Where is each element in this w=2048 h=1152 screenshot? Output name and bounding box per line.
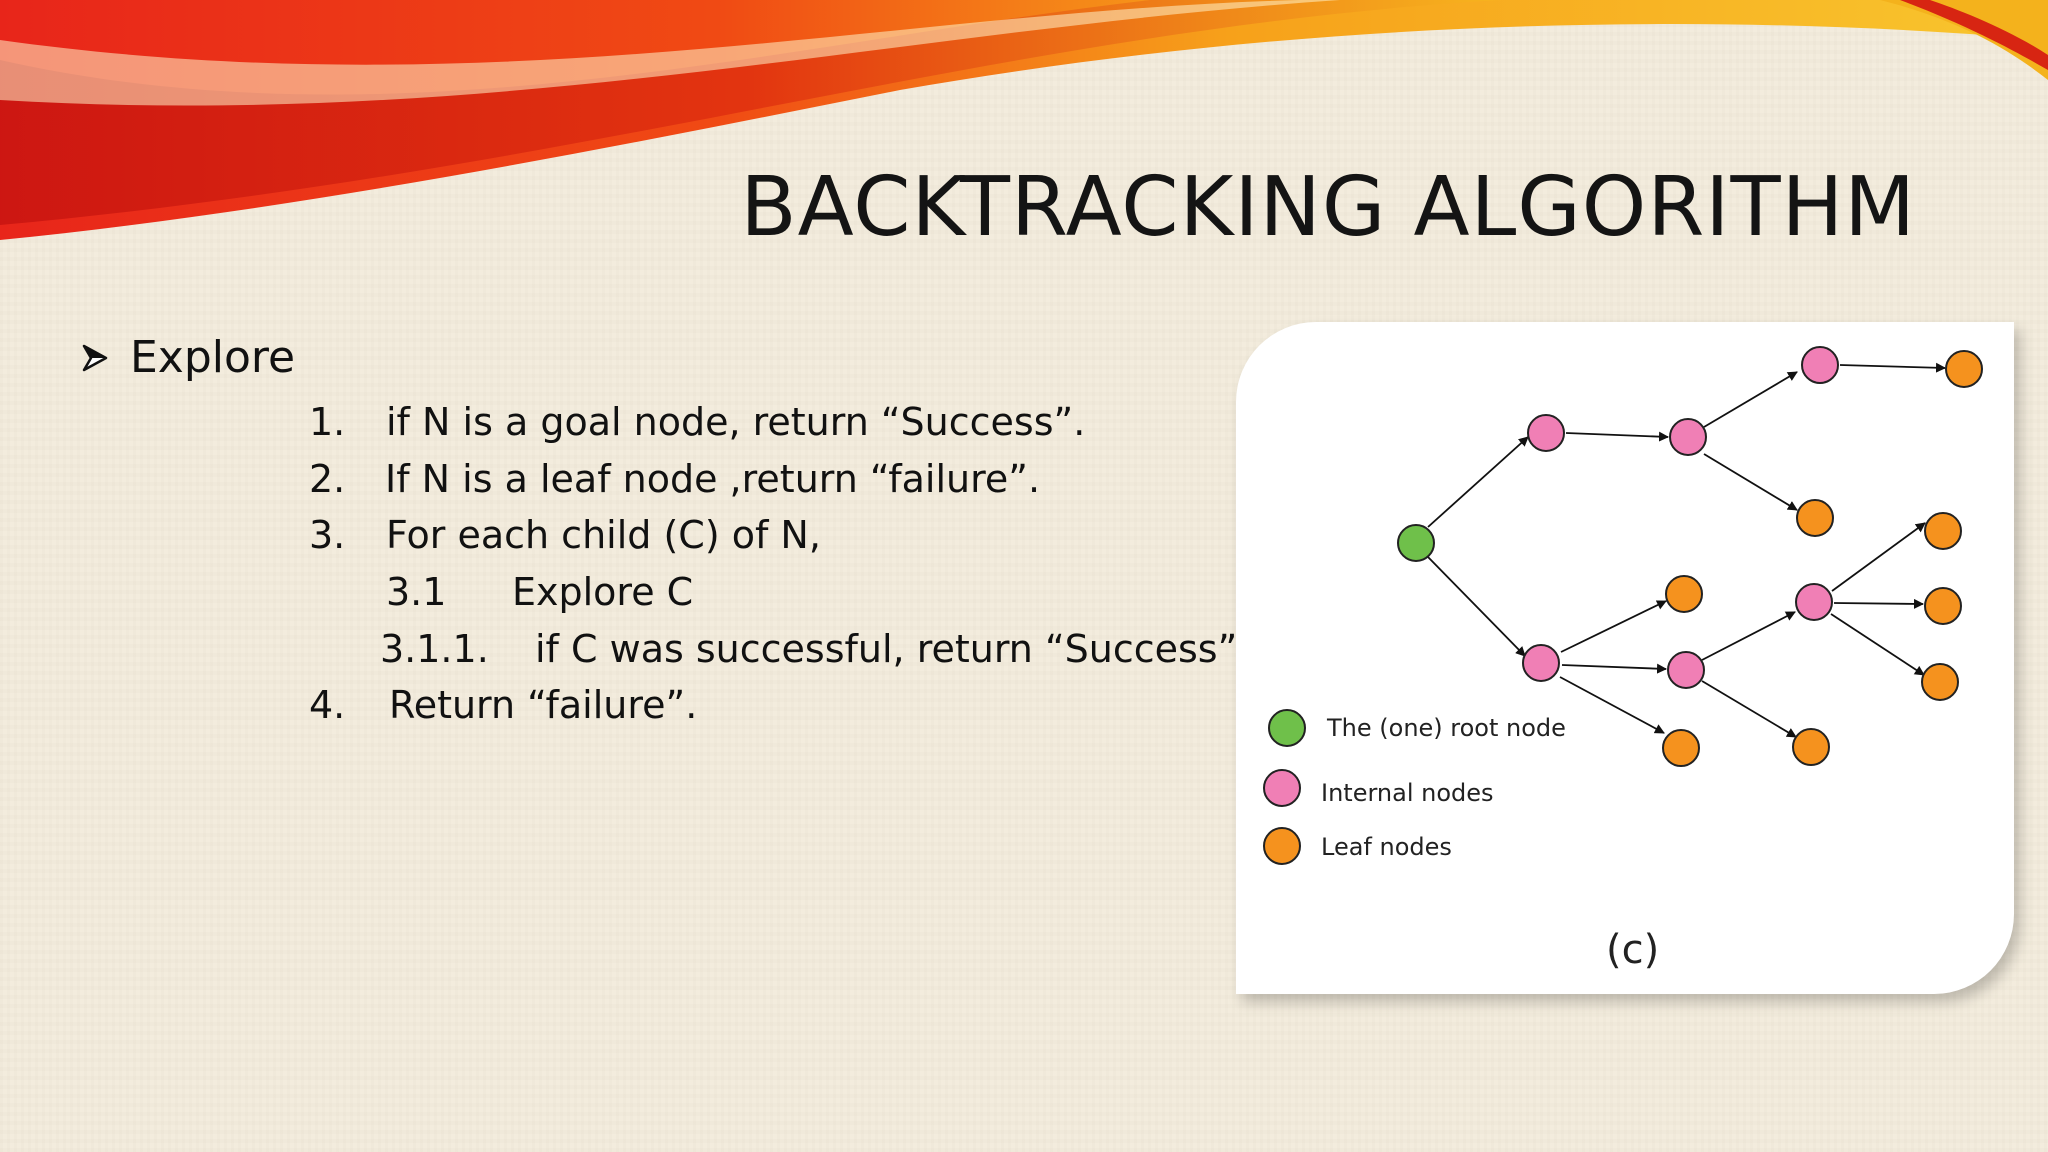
internal-node (1522, 644, 1560, 682)
legend-internal-swatch (1263, 769, 1301, 807)
figure-caption: (c) (1606, 927, 1659, 973)
leaf-node (1796, 499, 1834, 537)
internal-node (1795, 583, 1833, 621)
edge (1565, 431, 1669, 442)
leaf-node (1945, 350, 1983, 388)
edge (1839, 362, 1946, 373)
leaf-node (1792, 728, 1830, 766)
tree-diagram: The (one) root node Internal nodes Leaf … (1263, 346, 1983, 973)
internal-node (1669, 418, 1707, 456)
bullet-explore: Explore (80, 332, 295, 383)
internal-node (1527, 414, 1565, 452)
leaf-node (1921, 663, 1959, 701)
slide-title: BACKTRACKING ALGORITHM (740, 160, 1916, 255)
legend: The (one) root node Internal nodes Leaf … (1263, 709, 1566, 865)
arrowhead-bullet-icon (82, 344, 108, 371)
step-text: If N is a leaf node ,return “failure”. (385, 457, 1041, 501)
edge (1559, 676, 1665, 734)
edge (1703, 371, 1798, 428)
legend-internal-label: Internal nodes (1321, 779, 1494, 807)
step-text: Explore C (512, 570, 694, 614)
decorative-swoosh (0, 0, 2048, 240)
edge (1830, 613, 1925, 676)
edge (1560, 600, 1667, 653)
step-number: 3.1.1. (380, 627, 489, 671)
edge (1701, 611, 1796, 661)
internal-node (1667, 651, 1705, 689)
step-number: 2. (309, 457, 346, 501)
legend-leaf-label: Leaf nodes (1321, 833, 1452, 861)
tree-figure: The (one) root node Internal nodes Leaf … (1236, 322, 2014, 994)
edge (1427, 436, 1529, 528)
step-number: 3.1 (386, 570, 447, 614)
step-text: For each child (C) of N, (386, 513, 821, 557)
leaf-node (1924, 512, 1962, 550)
edge (1703, 453, 1798, 511)
leaf-node (1662, 729, 1700, 767)
edge (1561, 663, 1667, 674)
step-number: 3. (309, 513, 346, 557)
step-number: 1. (309, 400, 346, 444)
leaf-node (1665, 575, 1703, 613)
tree-nodes (1397, 346, 1983, 767)
edge (1427, 556, 1526, 657)
tree-edges (1427, 362, 1946, 738)
edge (1833, 598, 1924, 609)
edge (1701, 680, 1797, 738)
legend-root-swatch (1268, 709, 1306, 747)
internal-node (1801, 346, 1839, 384)
step-number: 4. (309, 683, 346, 727)
legend-leaf-swatch (1263, 827, 1301, 865)
legend-root-label: The (one) root node (1326, 714, 1566, 742)
step-text: Return “failure”. (389, 683, 698, 727)
step-text: if N is a goal node, return “Success”. (386, 400, 1086, 444)
leaf-node (1924, 587, 1962, 625)
step-text: if C was successful, return “Success”. (535, 627, 1250, 671)
edge (1831, 522, 1926, 592)
root-node (1397, 524, 1435, 562)
bullet-label: Explore (130, 332, 296, 383)
